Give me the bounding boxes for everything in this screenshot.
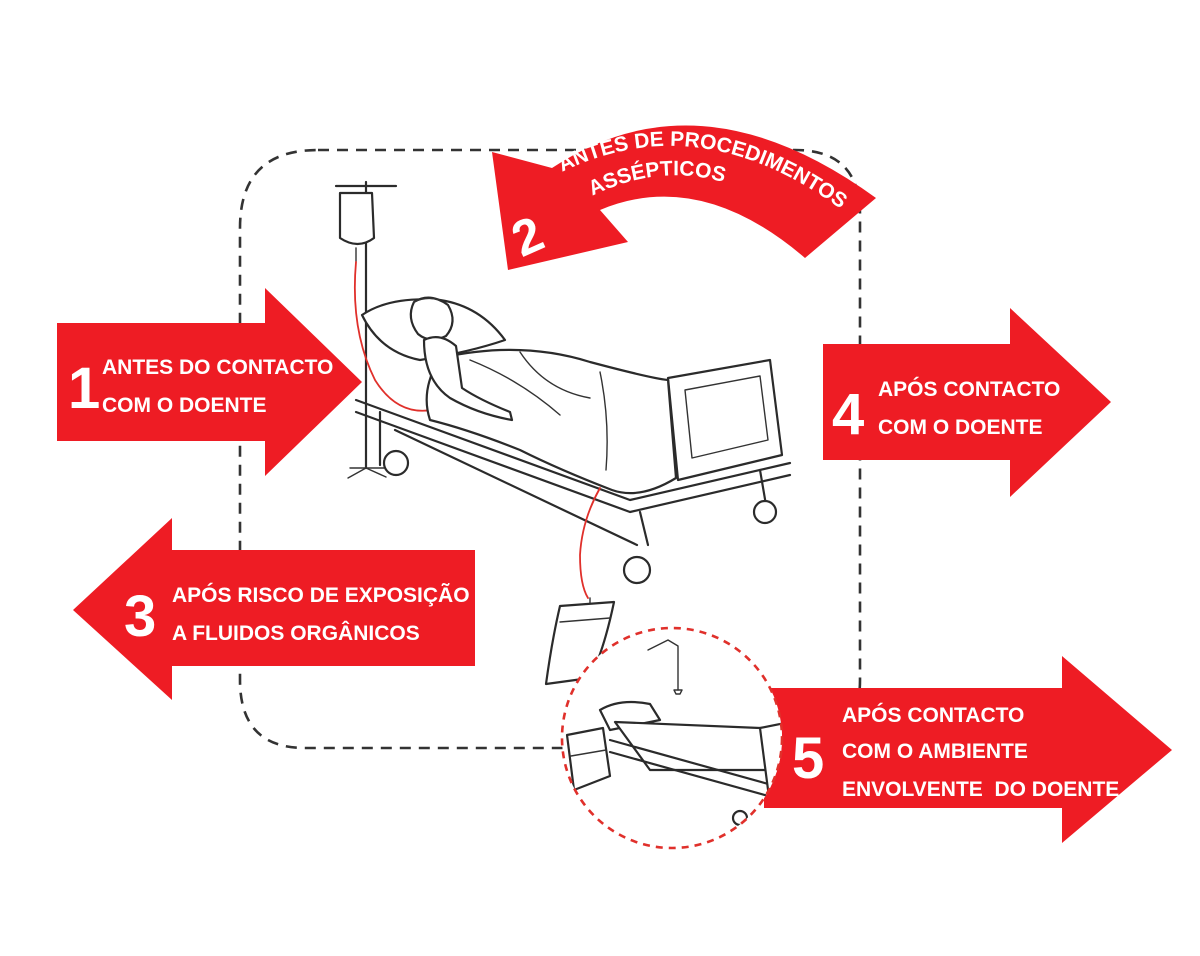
moment-3-arrow: [73, 518, 475, 700]
moment-5-number: 5: [792, 726, 824, 791]
moment-5-arrow: [764, 656, 1172, 843]
moment-3-line1: APÓS RISCO DE EXPOSIÇÃO: [172, 583, 470, 607]
patient-bed-illustration: [334, 180, 792, 585]
moment-4-line2: COM O DOENTE: [878, 416, 1043, 439]
moment-4-number: 4: [832, 382, 864, 447]
patient-zone-boundary: [238, 148, 862, 750]
moment-4-arrow: [823, 308, 1111, 497]
moment-5-line3: ENVOLVENTE DO DOENTE: [842, 778, 1119, 801]
moment-2-arrow: [492, 125, 876, 270]
moment-5-line2: COM O AMBIENTE: [842, 740, 1028, 763]
patient-environment-inset: [560, 626, 784, 850]
moment-3-line2: A FLUIDOS ORGÂNICOS: [172, 621, 420, 645]
moment-1-arrow: [57, 288, 362, 476]
moment-5-line1: APÓS CONTACTO: [842, 703, 1024, 727]
moment-4-line1: APÓS CONTACTO: [878, 377, 1060, 401]
moment-1-number: 1: [68, 356, 100, 421]
moment-1-line2: COM O DOENTE: [102, 394, 267, 417]
moment-1-line1: ANTES DO CONTACTO: [102, 356, 333, 379]
moment-3-number: 3: [124, 584, 156, 649]
